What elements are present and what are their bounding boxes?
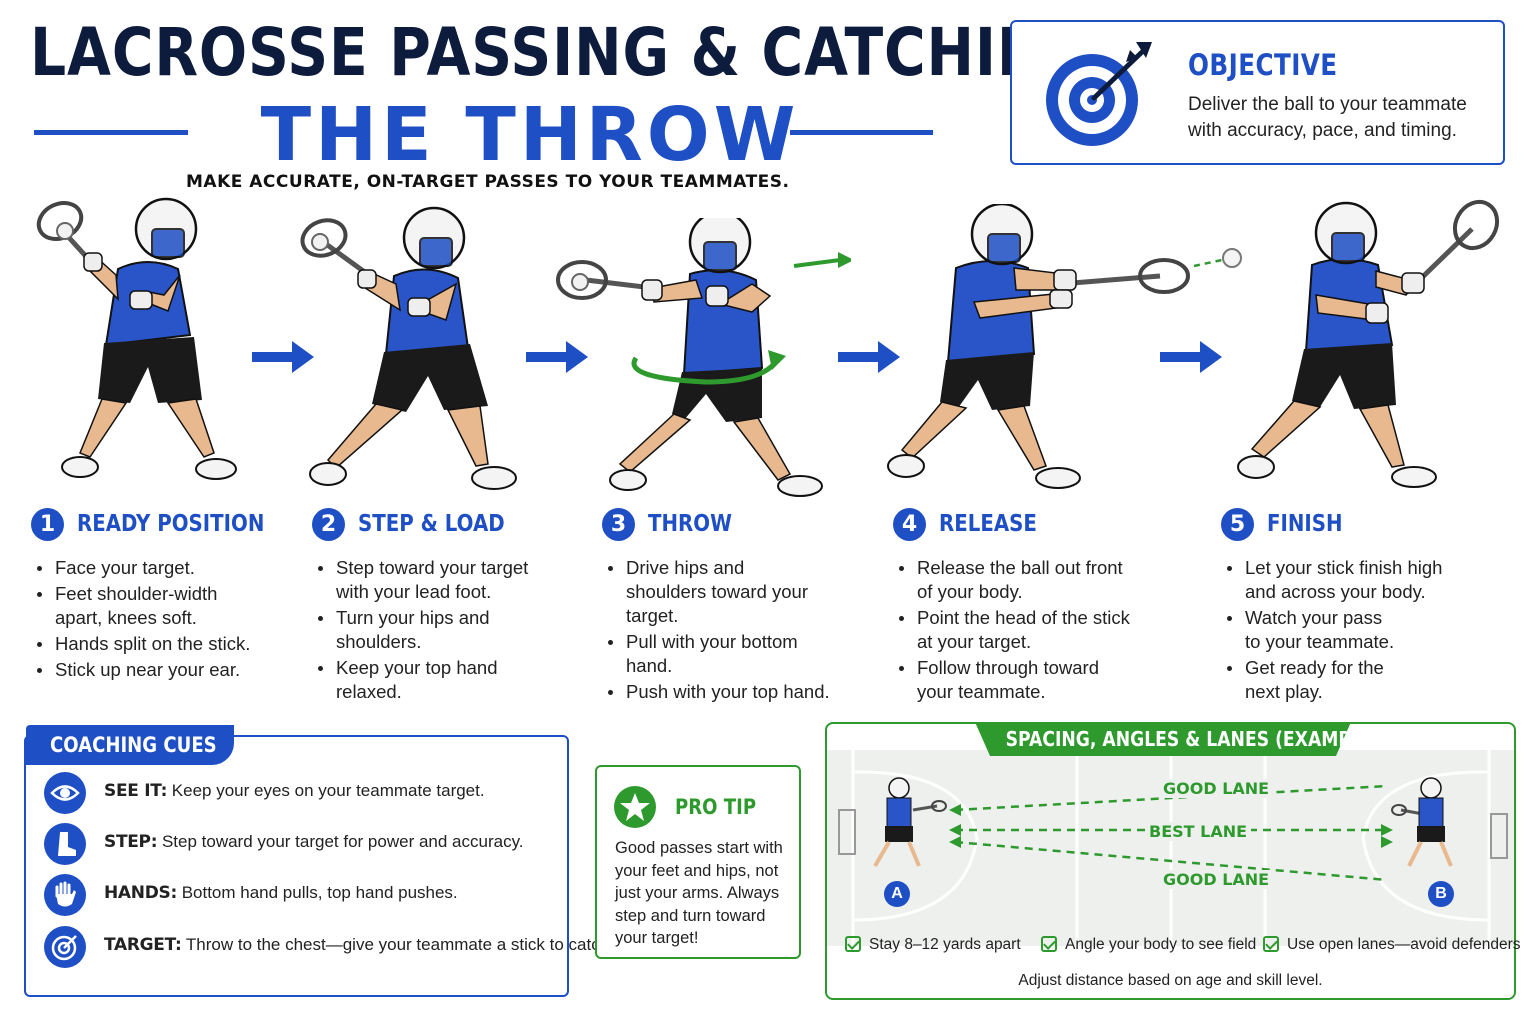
cue-label: STEP: (104, 832, 158, 852)
cue-text: Step toward your target for power and ac… (157, 832, 524, 851)
step-2: 2 STEP & LOAD Step toward your target wit… (312, 508, 592, 706)
check-text: Stay 8–12 yards apart (869, 936, 1021, 953)
flow-arrow-3 (838, 341, 900, 373)
step-bullet: Pull with your bottom hand. (602, 630, 802, 678)
player-b-badge: B (1428, 881, 1454, 907)
coaching-cues-panel: COACHING CUES SEE IT: Keep your eyes on … (24, 725, 614, 997)
step-bullet: Hands split on the stick. (31, 632, 311, 656)
step-bullet: Step toward your target with your lead f… (312, 556, 537, 604)
step-bullet: Point the head of the stick at your targ… (893, 606, 1133, 654)
spacing-title-text: SPACING, ANGLES & LANES (EXAMPLE) (1005, 727, 1382, 751)
player-throw (556, 218, 851, 497)
step-bullet: Release the ball out front of your body. (893, 556, 1123, 604)
check-item: Use open lanes—avoid defenders (1263, 936, 1521, 954)
step-bullet: Stick up near your ear. (31, 658, 311, 682)
step-number-badge: 2 (312, 508, 345, 541)
pro-tip-panel: PRO TIP Good passes start with your feet… (595, 765, 801, 959)
step-title: FINISH (1267, 511, 1343, 537)
cue-target: TARGET: Throw to the chest—give your tea… (44, 926, 614, 970)
check-text: Use open lanes—avoid defenders (1287, 936, 1521, 953)
step-bullet: Let your stick finish high and across yo… (1221, 556, 1451, 604)
lane-label-bottom: GOOD LANE (1159, 870, 1274, 889)
lane-label-middle: BEST LANE (1145, 822, 1252, 841)
spacing-checklist: Stay 8–12 yards apart Angle your body to… (845, 936, 1521, 962)
foot-icon (44, 823, 86, 865)
hand-icon (44, 874, 86, 916)
step-bullet: Get ready for the next play. (1221, 656, 1391, 704)
subtitle-block: THE THROW (34, 92, 934, 178)
star-icon (614, 786, 656, 828)
checkbox-icon (1263, 936, 1279, 952)
target-icon (1046, 42, 1152, 146)
page-title: LACROSSE PASSING & CATCHING (30, 14, 1093, 91)
page-subtitle: THE THROW (260, 92, 800, 178)
step-number-badge: 4 (893, 508, 926, 541)
check-item: Stay 8–12 yards apart (845, 936, 1021, 954)
cue-label: SEE IT: (104, 781, 168, 801)
spacing-title: SPACING, ANGLES & LANES (EXAMPLE) (975, 722, 1351, 756)
step-bullet: Watch your pass to your teammate. (1221, 606, 1401, 654)
pro-tip-text: Good passes start with your feet and hip… (615, 839, 783, 947)
coaching-cues-title-text: COACHING CUES (50, 733, 217, 757)
subtitle-rule-left (34, 130, 188, 135)
step-4: 4 RELEASE Release the ball out front of y… (893, 508, 1173, 706)
step-number-badge: 1 (31, 508, 64, 541)
step-bullet: Keep your top hand relaxed. (312, 656, 512, 704)
step-bullet: Push with your top hand. (602, 680, 882, 704)
player-step-load (300, 206, 517, 490)
player-b-figure (1391, 777, 1453, 867)
player-a-figure (873, 777, 947, 868)
coaching-cues-title: COACHING CUES (26, 725, 234, 765)
flow-arrow-4 (1160, 341, 1222, 373)
player-ready-position (36, 197, 237, 480)
check-text: Angle your body to see field (1065, 936, 1257, 953)
objective-text: Deliver the ball to your teammate with a… (1188, 94, 1467, 141)
flow-arrow-1 (252, 341, 314, 373)
checkbox-icon (1041, 936, 1057, 952)
cue-text: Keep your eyes on your teammate target. (167, 781, 485, 800)
checkbox-icon (845, 936, 861, 952)
cue-hands: HANDS: Bottom hand pulls, top hand pushe… (44, 874, 564, 918)
objective-title: OBJECTIVE (1188, 48, 1338, 82)
step-1: 1 READY POSITION Face your target. Feet s… (31, 508, 311, 684)
step-3: 3 THROW Drive hips and shoulders toward y… (602, 508, 882, 706)
spacing-panel: SPACING, ANGLES & LANES (EXAMPLE) GOOD L… (825, 722, 1521, 1000)
cue-see-it: SEE IT: Keep your eyes on your teammate … (44, 772, 564, 816)
objective-panel: OBJECTIVE Deliver the ball to your teamm… (1010, 20, 1505, 165)
player-a-badge: A (884, 881, 910, 907)
step-bullet: Feet shoulder-width apart, knees soft. (31, 582, 231, 630)
eye-icon (44, 772, 86, 814)
step-number-badge: 5 (1221, 508, 1254, 541)
subtitle-rule-right (790, 130, 933, 135)
step-5: 5 FINISH Let your stick finish high and a… (1221, 508, 1501, 706)
spacing-note: Adjust distance based on age and skill l… (1018, 972, 1323, 989)
step-title: THROW (648, 511, 732, 537)
check-item: Angle your body to see field (1041, 936, 1256, 954)
target-icon (44, 926, 86, 968)
cue-step: STEP: Step toward your target for power … (44, 823, 564, 867)
pro-tip-title: PRO TIP (675, 795, 757, 819)
cue-label: TARGET: (104, 935, 182, 955)
player-release (887, 204, 1242, 489)
step-bullet: Face your target. (31, 556, 311, 580)
step-bullet: Follow through toward your teammate. (893, 656, 1103, 704)
step-title: RELEASE (939, 511, 1037, 537)
step-title: READY POSITION (77, 511, 265, 537)
cue-text: Throw to the chest—give your teammate a … (181, 935, 614, 954)
cue-label: HANDS: (104, 883, 177, 903)
step-bullet: Drive hips and shoulders toward your tar… (602, 556, 827, 628)
step-bullet: Turn your hips and shoulders. (312, 606, 502, 654)
step-title: STEP & LOAD (358, 511, 505, 537)
flow-arrow-2 (526, 341, 588, 373)
lane-label-top: GOOD LANE (1159, 779, 1274, 798)
step-number-badge: 3 (602, 508, 635, 541)
player-finish (1237, 199, 1500, 488)
tagline: MAKE ACCURATE, ON-TARGET PASSES TO YOUR … (186, 172, 790, 192)
cue-text: Bottom hand pulls, top hand pushes. (176, 883, 458, 902)
